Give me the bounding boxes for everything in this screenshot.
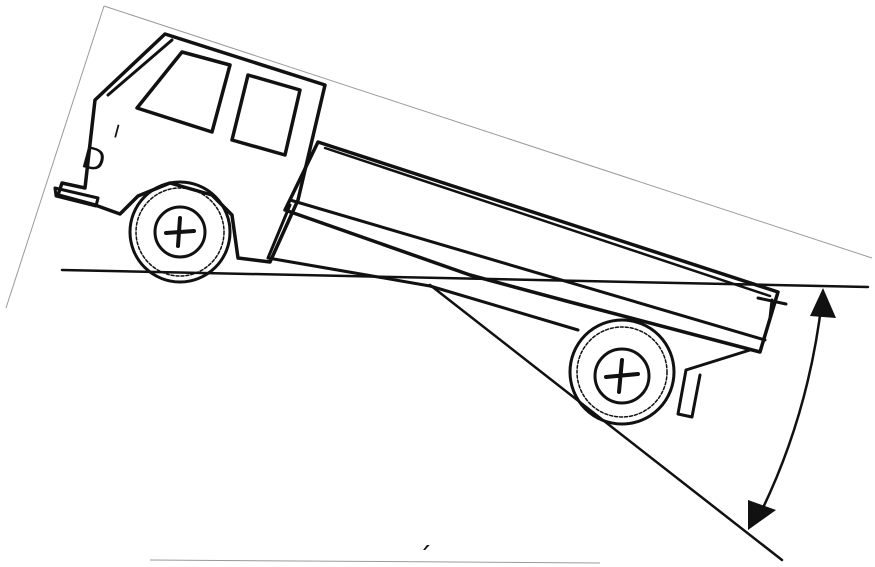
rear-tire-outer <box>568 318 676 426</box>
front-wheel <box>128 180 232 284</box>
front-hub-cross-icon <box>164 216 196 248</box>
front-tire-tread <box>135 187 225 277</box>
truck: D I <box>53 32 788 426</box>
cab-roof-line <box>106 38 174 97</box>
rear-mudguard <box>676 348 752 419</box>
cargo-bed-inner-line <box>323 146 772 298</box>
rear-wheel <box>568 318 676 426</box>
front-hub <box>153 205 207 259</box>
front-bumper <box>53 186 100 208</box>
tailgate-latch <box>756 296 788 320</box>
frame-left-edge <box>5 5 105 309</box>
chassis-frame <box>266 203 580 332</box>
cab-marking: D <box>78 140 109 180</box>
arrow-down-icon <box>748 500 776 530</box>
bottom-mark: ´ <box>418 541 432 567</box>
windshield <box>135 50 232 134</box>
tilted-frame <box>5 5 873 564</box>
frame-bottom-edge <box>149 559 601 564</box>
frame-top-edge <box>103 5 873 259</box>
cargo-bed <box>283 140 780 354</box>
rear-tire-tread <box>576 326 668 418</box>
angle-arc <box>754 298 824 524</box>
arrow-up-icon <box>810 288 836 318</box>
front-tire-outer <box>128 180 232 284</box>
rear-hub-cross-icon <box>604 358 640 394</box>
departure-angle-arc <box>748 288 836 530</box>
rear-hub <box>593 347 651 405</box>
cargo-bed-floor-line <box>288 198 767 342</box>
cab-tick: I <box>111 121 122 143</box>
side-window <box>230 73 302 157</box>
